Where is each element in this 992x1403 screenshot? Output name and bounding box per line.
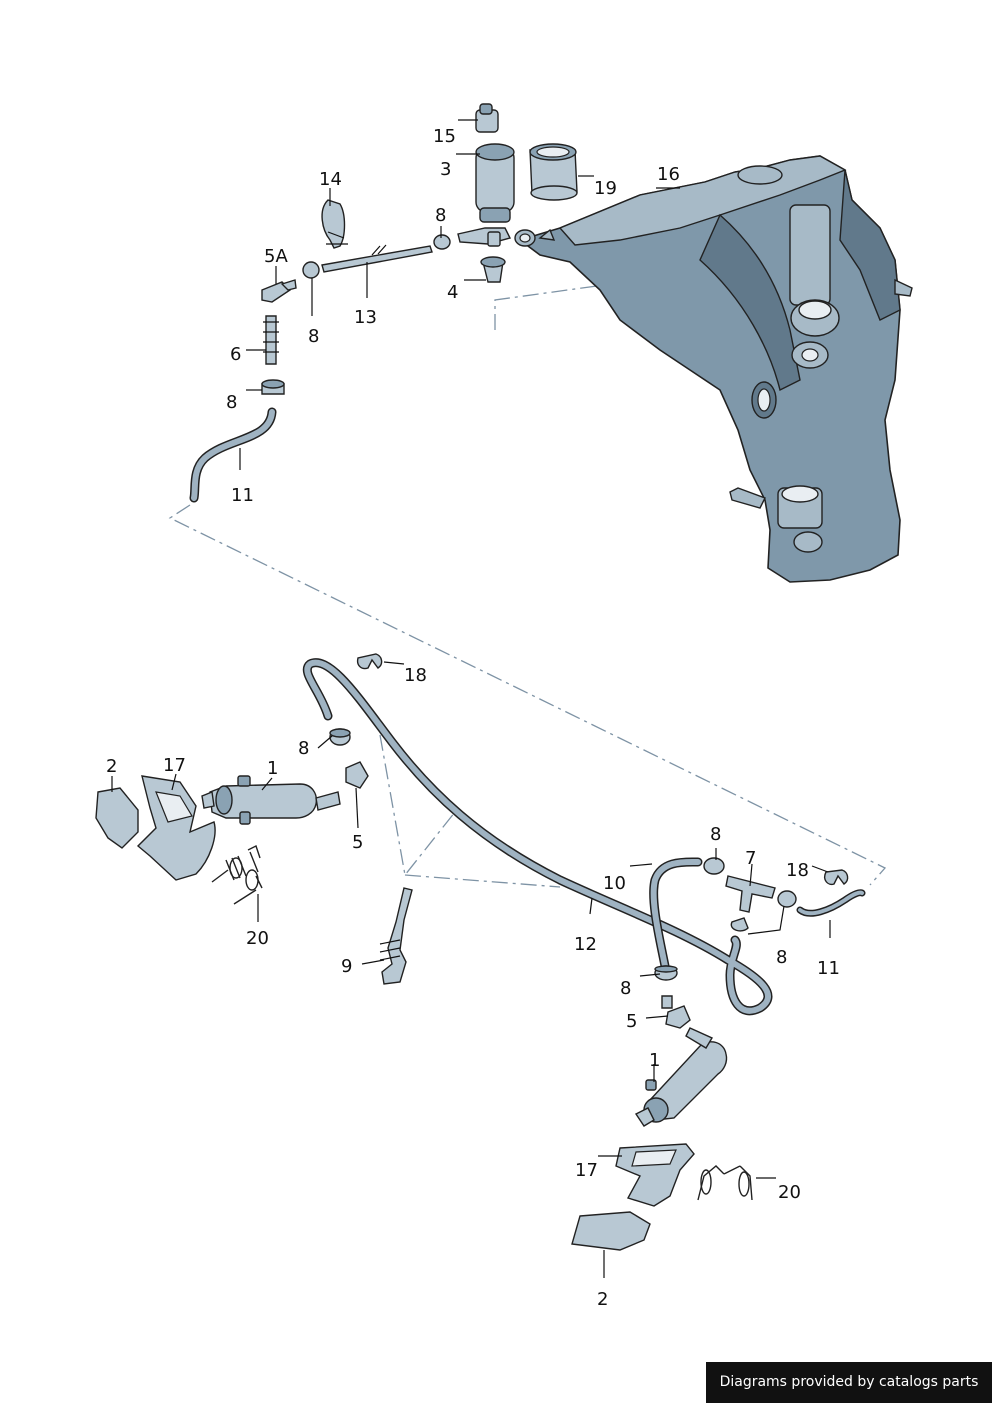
label-18-left: 18 [404, 665, 427, 686]
left-washer-assembly [95, 775, 341, 905]
label-8-upper-right: 8 [435, 205, 446, 226]
label-2-left: 2 [106, 756, 117, 777]
washer-pump-upper [457, 103, 515, 283]
label-8-left-clip: 8 [298, 738, 309, 759]
label-17-right: 17 [575, 1160, 598, 1181]
label-6: 6 [230, 344, 241, 365]
label-19: 19 [594, 178, 617, 199]
label-9: 9 [341, 956, 352, 977]
washer-fluid-reservoir [514, 155, 913, 583]
label-13: 13 [354, 307, 377, 328]
label-11-lower: 11 [817, 958, 840, 979]
label-5-right: 5 [626, 1011, 637, 1032]
lower-hose-run [302, 658, 866, 1016]
credit-banner: Diagrams provided by catalogs parts [706, 1362, 992, 1403]
label-8-tee: 8 [710, 824, 721, 845]
label-8-upper-left: 8 [308, 326, 319, 347]
label-14: 14 [319, 169, 342, 190]
label-2-right: 2 [597, 1289, 608, 1310]
label-17-left: 17 [163, 755, 186, 776]
label-8-upper-lower: 8 [226, 392, 237, 413]
label-15: 15 [433, 126, 456, 147]
right-washer-assembly [571, 1027, 753, 1251]
label-5A: 5A [264, 246, 288, 267]
label-20-left: 20 [246, 928, 269, 949]
label-1-right: 1 [649, 1050, 660, 1071]
hose-clips [329, 653, 849, 981]
label-4: 4 [447, 282, 458, 303]
label-5-left: 5 [352, 832, 363, 853]
label-3: 3 [440, 159, 451, 180]
label-20-right: 20 [778, 1182, 801, 1203]
label-10: 10 [603, 873, 626, 894]
label-11-upper: 11 [231, 485, 254, 506]
label-7: 7 [745, 848, 756, 869]
upper-hose-run [189, 199, 451, 503]
label-8-lower: 8 [620, 978, 631, 999]
label-16: 16 [657, 164, 680, 185]
part-labels: 15 3 19 16 14 8 5A 4 13 8 6 8 11 18 8 2 … [106, 126, 840, 1310]
hose-holder [379, 887, 413, 985]
rubber-sleeve [529, 143, 578, 201]
label-18-right: 18 [786, 860, 809, 881]
fittings [345, 761, 776, 1029]
leader-lines [111, 119, 831, 1278]
label-12: 12 [574, 934, 597, 955]
label-1-left: 1 [267, 758, 278, 779]
label-8-right: 8 [776, 947, 787, 968]
